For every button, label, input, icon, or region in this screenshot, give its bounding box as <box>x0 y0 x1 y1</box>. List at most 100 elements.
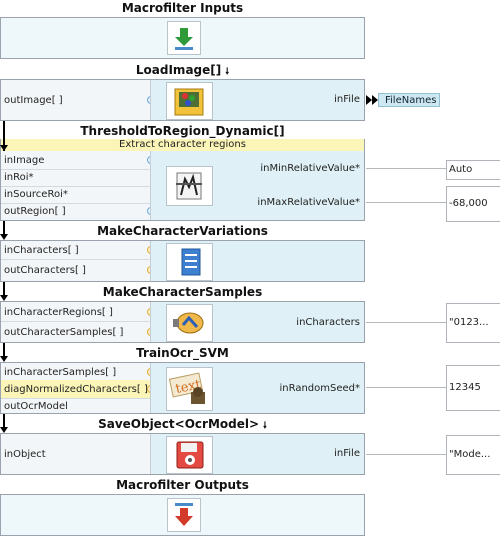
param-inMinRelativeValue[interactable]: inMinRelativeValue* <box>260 163 360 174</box>
port-inImage[interactable]: inImage <box>1 151 150 170</box>
variations-port-column: inCharacters[ ] outCharacters[ ] <box>1 241 151 281</box>
load-param-inFile[interactable]: inFile <box>334 94 360 105</box>
threshold-comment: Extract character regions <box>0 139 365 151</box>
threshold-port-column: inImage inRoi* inSourceRoi* outRegion[ ] <box>1 151 151 220</box>
train-icon-box[interactable]: text <box>166 367 213 411</box>
port-connector[interactable] <box>147 156 150 164</box>
flow-arrow-icon <box>0 427 8 433</box>
variations-icon-box[interactable] <box>166 243 213 281</box>
samples-icon <box>173 312 204 334</box>
port-connector[interactable] <box>147 96 150 104</box>
port-inCharacters[interactable]: inCharacters[ ] <box>1 241 150 260</box>
outputs-title: Macrofilter Outputs <box>116 478 249 492</box>
flow-arrow-icon <box>0 145 8 151</box>
save-icon-box[interactable] <box>166 436 213 474</box>
value-min-relative[interactable]: Auto <box>446 160 500 180</box>
train-panel[interactable]: inCharacterSamples[ ] diagNormalizedChar… <box>0 362 365 414</box>
port-inCharacterRegions[interactable]: inCharacterRegions[ ] <box>1 303 150 322</box>
param-connector-line <box>366 454 446 455</box>
load-title-text: LoadImage[] <box>135 63 222 77</box>
port-label: inSourceRoi* <box>4 189 68 200</box>
flow-line <box>3 121 5 151</box>
outputs-icon-box[interactable] <box>167 498 201 532</box>
flow-line <box>3 414 5 428</box>
threshold-icon-box[interactable] <box>166 166 213 206</box>
threshold-icon <box>176 172 202 200</box>
port-label: outCharacterSamples[ ] <box>4 327 124 338</box>
load-port-column: outImage[ ] <box>1 80 151 120</box>
param-inMaxRelativeValue[interactable]: inMaxRelativeValue* <box>257 197 360 208</box>
value-inFile[interactable]: "Mode... <box>446 435 500 475</box>
double-arrow-icon <box>366 95 378 105</box>
port-outImage[interactable]: outImage[ ] <box>1 91 150 110</box>
port-inRoi[interactable]: inRoi* <box>1 168 150 187</box>
save-port-column: inObject <box>1 434 151 474</box>
port-label: outCharacters[ ] <box>4 265 86 276</box>
port-label: outOcrModel <box>4 401 68 412</box>
threshold-panel[interactable]: inImage inRoi* inSourceRoi* outRegion[ ]… <box>0 151 365 221</box>
port-label: inObject <box>4 449 46 460</box>
port-inSourceRoi[interactable]: inSourceRoi* <box>1 185 150 204</box>
port-label: inCharacters[ ] <box>4 245 79 256</box>
samples-panel[interactable]: inCharacterRegions[ ] outCharacterSample… <box>0 301 365 343</box>
value-inCharacters[interactable]: "0123... <box>446 303 500 343</box>
port-outRegion[interactable]: outRegion[ ] <box>1 202 150 221</box>
variations-panel[interactable]: inCharacters[ ] outCharacters[ ] <box>0 240 365 282</box>
filenames-link[interactable]: FileNames <box>378 93 440 107</box>
text-ocr-icon: text <box>168 372 205 404</box>
port-connector[interactable] <box>147 308 150 316</box>
load-expand-icon[interactable]: 🠗 <box>225 67 230 77</box>
port-label: outImage[ ] <box>4 95 63 106</box>
samples-port-column: inCharacterRegions[ ] outCharacterSample… <box>1 302 151 342</box>
param-connector-line <box>366 387 446 388</box>
param-connector-line <box>366 168 446 169</box>
inputs-panel[interactable] <box>0 17 365 59</box>
save-title: SaveObject<OcrModel>🠗 <box>0 417 365 434</box>
save-panel[interactable]: inObject inFile <box>0 433 365 475</box>
param-connector-line <box>366 202 446 203</box>
port-label: inCharacterSamples[ ] <box>4 367 117 378</box>
param-inRandomSeed[interactable]: inRandomSeed* <box>279 383 360 394</box>
train-title: TrainOcr_SVM <box>136 346 229 360</box>
load-panel[interactable]: outImage[ ] inFile <box>0 79 365 121</box>
samples-icon-box[interactable] <box>166 304 213 342</box>
inputs-title: Macrofilter Inputs <box>121 1 244 15</box>
load-icon-box[interactable] <box>166 82 213 120</box>
load-title: LoadImage[]🠗 <box>0 63 365 80</box>
port-inObject[interactable]: inObject <box>1 445 150 464</box>
port-connector[interactable] <box>147 207 150 215</box>
port-connector[interactable] <box>147 368 150 376</box>
train-port-column: inCharacterSamples[ ] diagNormalizedChar… <box>1 363 151 413</box>
port-outCharacters[interactable]: outCharacters[ ] <box>1 261 150 280</box>
flow-line <box>3 221 5 235</box>
save-expand-icon[interactable]: 🠗 <box>263 421 267 431</box>
flow-arrow-icon <box>0 295 8 301</box>
port-outCharacterSamples[interactable]: outCharacterSamples[ ] <box>1 323 150 342</box>
port-label: diagNormalizedCharacters[ ] <box>4 384 148 395</box>
samples-title: MakeCharacterSamples <box>102 285 263 299</box>
outputs-panel[interactable] <box>0 494 365 536</box>
green-down-arrow-icon <box>175 28 193 50</box>
port-label: inImage <box>4 155 45 166</box>
port-diagNormalizedCharacters[interactable]: diagNormalizedCharacters[ ] <box>1 380 150 399</box>
save-disk-icon <box>176 441 204 469</box>
port-connector[interactable] <box>147 266 150 274</box>
port-connector[interactable] <box>147 385 150 393</box>
flow-line <box>3 343 5 357</box>
flow-line <box>3 282 5 296</box>
param-inCharacters[interactable]: inCharacters <box>296 317 360 328</box>
threshold-title: ThresholdToRegion_Dynamic[] <box>80 124 285 138</box>
save-title-text: SaveObject<OcrModel> <box>98 417 260 431</box>
param-inFile[interactable]: inFile <box>334 448 360 459</box>
param-connector-line <box>366 322 446 323</box>
port-connector[interactable] <box>147 328 150 336</box>
list-icon <box>181 248 201 276</box>
value-inRandomSeed[interactable]: 12345 <box>446 365 500 411</box>
value-max-relative[interactable]: -68,000 <box>446 186 500 222</box>
port-label: inRoi* <box>4 172 34 183</box>
flow-arrow-icon <box>0 234 8 240</box>
port-connector[interactable] <box>147 246 150 254</box>
flow-arrow-icon <box>0 356 8 362</box>
inputs-icon-box[interactable] <box>167 21 201 55</box>
port-outOcrModel[interactable]: outOcrModel <box>1 397 150 416</box>
